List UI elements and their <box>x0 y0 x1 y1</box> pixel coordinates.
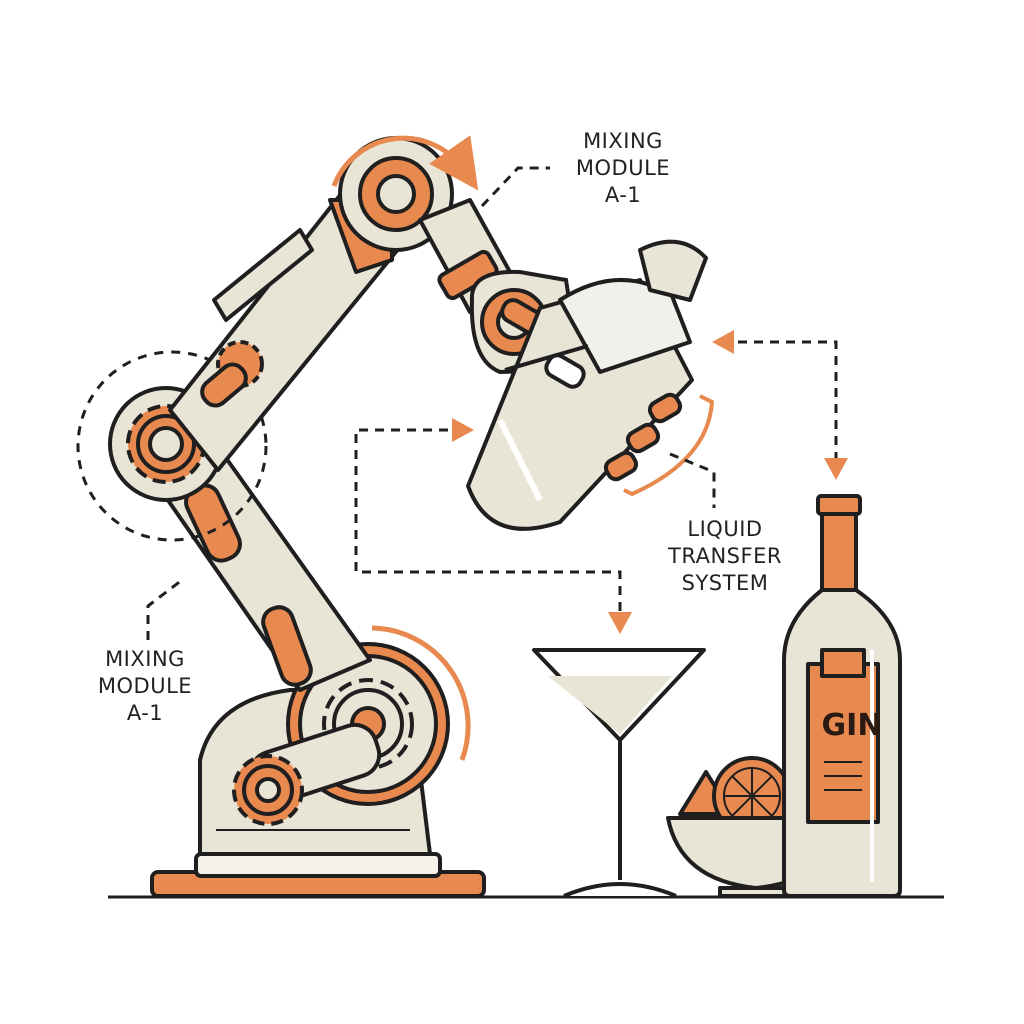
label-line: TRANSFER <box>668 544 782 568</box>
martini-glass-icon <box>532 648 706 898</box>
gin-bottle-icon <box>782 494 902 898</box>
arrowhead-glass <box>608 612 632 634</box>
callout-label-mixing-module-top: MIXING MODULE A-1 <box>548 128 698 209</box>
callout-lines <box>146 166 716 640</box>
base-gear-small-icon <box>232 722 382 826</box>
arrowhead-shaker-left <box>452 418 474 442</box>
label-line: SYSTEM <box>681 571 769 595</box>
arrowhead-bottle <box>824 458 848 480</box>
callout-label-mixing-module-left: MIXING MODULE A-1 <box>70 646 220 727</box>
callout-label-liquid-transfer: LIQUID TRANSFER SYSTEM <box>640 516 810 597</box>
shaker-bracket <box>623 394 715 497</box>
label-line: MODULE <box>97 674 193 698</box>
label-line: MIXING <box>105 647 185 671</box>
gin-bottle-label: GIN <box>821 708 883 743</box>
cocktail-shaker <box>466 239 708 531</box>
shoulder-rotation-arrow <box>331 135 479 191</box>
label-line: LIQUID <box>687 517 763 541</box>
arrowhead-shaker-right <box>712 330 734 354</box>
label-line: A-1 <box>126 701 164 725</box>
flow-arrows <box>354 340 838 618</box>
base-rotation-arc <box>371 625 471 761</box>
elbow-dashed-ring <box>76 350 268 542</box>
label-line: MIXING <box>583 129 663 153</box>
label-line: MODULE <box>575 156 671 180</box>
label-line: A-1 <box>604 183 642 207</box>
